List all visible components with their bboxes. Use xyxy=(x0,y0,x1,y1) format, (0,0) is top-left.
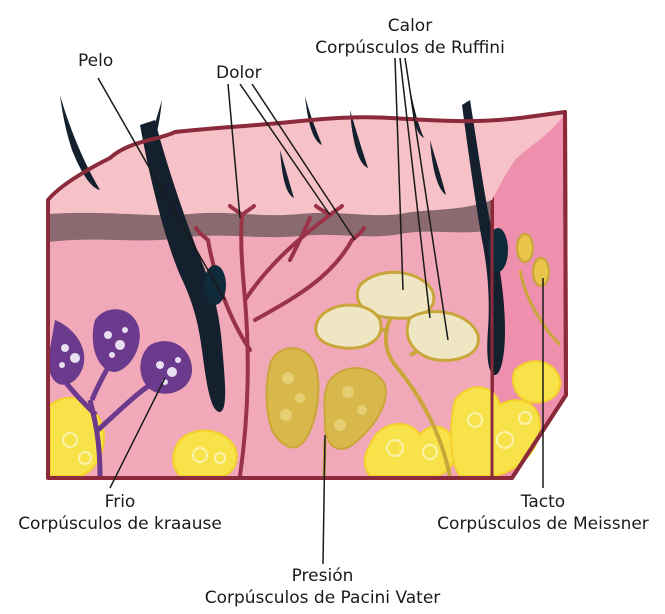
label-touch-receptor: Corpúsculos de Meissner xyxy=(424,514,662,534)
label-heat-receptor: Corpúsculos de Ruffini xyxy=(305,38,515,58)
label-cold-receptor: Corpúsculos de kraause xyxy=(0,514,240,534)
label-hair: Pelo xyxy=(78,51,113,71)
label-cold-title: Frio xyxy=(0,492,240,512)
label-pressure-title: Presión xyxy=(185,566,460,586)
label-heat-title: Calor xyxy=(305,16,515,36)
label-touch-title: Tacto xyxy=(424,492,662,512)
label-pressure-receptor: Corpúsculos de Pacini Vater xyxy=(185,588,460,608)
label-pain: Dolor xyxy=(216,63,262,83)
